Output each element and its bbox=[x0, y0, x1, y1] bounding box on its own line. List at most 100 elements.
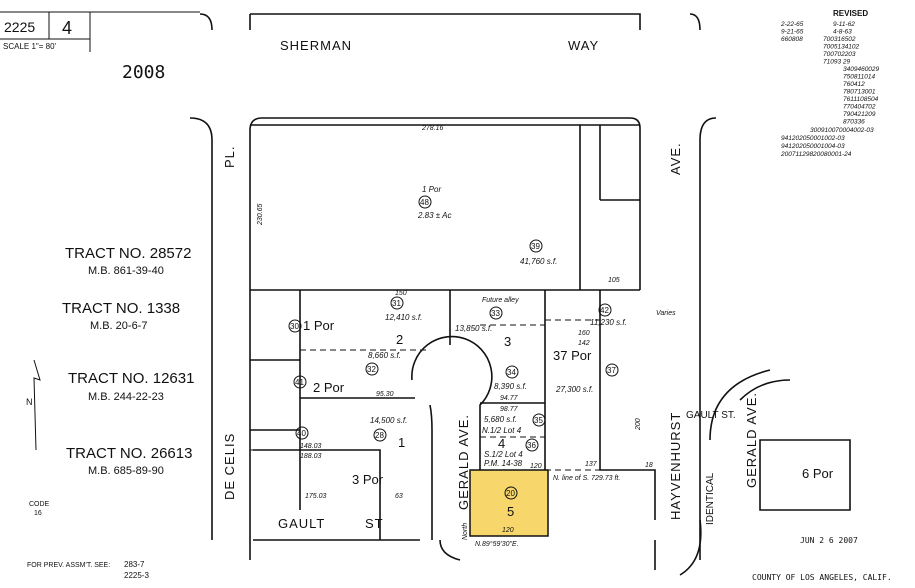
street-st: ST bbox=[365, 516, 384, 531]
revision-entry: 7611108504 bbox=[843, 96, 879, 103]
code-value: 16 bbox=[34, 510, 42, 517]
parcel-number: 48 bbox=[420, 198, 429, 207]
lot-label: 2 bbox=[396, 332, 403, 347]
dimension: Future alley bbox=[482, 297, 519, 304]
parcel-area: 8,660 s.f. bbox=[368, 351, 401, 360]
prev-assessment-label: FOR PREV. ASSM'T. SEE: bbox=[27, 562, 110, 569]
revision-list: REVISED 2-22-65 9-21-65 660808 9-11-62 4… bbox=[780, 9, 880, 158]
tract-mb: M.B. 861-39-40 bbox=[88, 265, 164, 277]
prev-assessment-ref: 2225-3 bbox=[124, 571, 149, 580]
parcel-area: 5,680 s.f. bbox=[484, 415, 517, 424]
revision-entry: 770404702 bbox=[843, 104, 876, 111]
revision-entry: 3409460029 bbox=[843, 66, 880, 73]
lot-label: 4 bbox=[498, 436, 505, 451]
street-havenhurst: HAYVENHURST bbox=[668, 412, 683, 520]
north-arrow-icon: N bbox=[26, 359, 41, 451]
lot-label: 5 bbox=[507, 504, 514, 519]
parcel-area: 2.83 ± Ac bbox=[417, 211, 451, 220]
highlighted-parcel-20[interactable] bbox=[469, 469, 549, 537]
parcel-labels: 48 1 Por 2.83 ± Ac 39 41,760 s.f. 42 11,… bbox=[288, 185, 834, 519]
lot-label: 1 Por bbox=[303, 318, 335, 333]
tract-mb: M.B. 685-89-90 bbox=[88, 465, 164, 477]
lot-note: S.1/2 Lot 4 bbox=[484, 450, 523, 459]
parcel-number: 37 bbox=[607, 366, 616, 375]
dimension: 105 bbox=[608, 277, 620, 284]
revision-entry: 4-8-63 bbox=[833, 29, 852, 36]
dimension: 18 bbox=[645, 462, 653, 469]
code-label: CODE bbox=[29, 501, 50, 508]
parcel-number: 42 bbox=[600, 306, 609, 315]
map-header-box: 2225 4 SCALE 1"= 80' 2008 bbox=[0, 11, 200, 83]
parcel-number: 30 bbox=[290, 322, 299, 331]
dimension-labels: 278.16 Future alley 230.65 120 120 137 N… bbox=[257, 125, 676, 548]
street-way: WAY bbox=[568, 38, 599, 53]
revision-entry: 7005134102 bbox=[823, 44, 860, 51]
tract-labels: TRACT NO. 28572 M.B. 861-39-40 TRACT NO.… bbox=[62, 245, 194, 477]
scale-label: SCALE 1"= 80' bbox=[3, 42, 57, 51]
parcel-number: 33 bbox=[491, 309, 500, 318]
street-pl: PL. bbox=[222, 145, 237, 168]
tract-name: TRACT NO. 12631 bbox=[68, 370, 194, 387]
dimension: 230.65 bbox=[257, 203, 264, 226]
revision-entry: 790421209 bbox=[843, 111, 876, 118]
revision-entry: 760412 bbox=[843, 81, 865, 88]
revision-entry: 9-11-62 bbox=[833, 21, 855, 28]
revised-title: REVISED bbox=[833, 9, 868, 18]
parcel-number: 32 bbox=[367, 365, 376, 374]
lot-label: 3 bbox=[504, 334, 511, 349]
dimension: 120 bbox=[530, 463, 542, 470]
lot-label: 1 bbox=[398, 435, 405, 450]
stamp-date: JUN 2 6 2007 bbox=[800, 536, 858, 545]
revision-entry: 300910070004002-03 bbox=[810, 127, 874, 134]
tract-name: TRACT NO. 26613 bbox=[66, 445, 192, 462]
street-sherman: SHERMAN bbox=[280, 38, 352, 53]
parcel-area: 14,500 s.f. bbox=[370, 416, 407, 425]
revision-entry: 700702203 bbox=[823, 51, 856, 58]
revision-entry: 870336 bbox=[843, 119, 865, 126]
revision-entry: 9-21-65 bbox=[781, 29, 804, 36]
page-number: 4 bbox=[62, 18, 72, 38]
dimension: 160 bbox=[578, 330, 590, 337]
street-ave: AVE. bbox=[668, 142, 683, 175]
parcel-area: 8,390 s.f. bbox=[494, 382, 527, 391]
parcel-boundaries bbox=[250, 124, 656, 540]
parcel-area: 11,230 s.f. bbox=[590, 318, 627, 327]
revision-entry: 2-22-65 bbox=[780, 21, 804, 28]
dimension: 63 bbox=[395, 493, 403, 500]
dimension: N. line of S. 729.73 ft. bbox=[553, 475, 620, 482]
revision-entry: 750811014 bbox=[843, 74, 875, 81]
dimension: 95.30 bbox=[376, 391, 394, 398]
street-gerald-ave: GERALD AVE. bbox=[456, 414, 471, 510]
dimension: N.89°59'30"E. bbox=[475, 540, 519, 548]
parcel-area: 27,300 s.f. bbox=[555, 385, 593, 394]
parcel-number: 28 bbox=[375, 431, 384, 440]
dimension: 148.03 bbox=[300, 443, 322, 450]
parcel-number: 31 bbox=[392, 299, 401, 308]
revision-entry: 20071129820080001-24 bbox=[780, 151, 852, 158]
parcel-area: 41,760 s.f. bbox=[520, 257, 557, 266]
dimension: 188.03 bbox=[300, 453, 322, 460]
parcel-number: 41 bbox=[295, 378, 304, 387]
street-gault: GAULT bbox=[278, 516, 325, 531]
revision-entry: 660808 bbox=[781, 36, 803, 43]
revision-entry: 780713001 bbox=[843, 89, 876, 96]
lot-note: N.1/2 Lot 4 bbox=[482, 426, 522, 435]
parcel-area: 12,410 s.f. bbox=[385, 313, 422, 322]
dimension: 94.77 bbox=[500, 395, 519, 402]
lot-label: 37 Por bbox=[553, 348, 592, 363]
book-number: 2225 bbox=[4, 19, 35, 35]
tract-mb: M.B. 244-22-23 bbox=[88, 391, 164, 403]
revision-entry: 71093 29 bbox=[823, 59, 850, 66]
dimension: 137 bbox=[585, 461, 598, 468]
revision-entry: 700316502 bbox=[823, 36, 856, 43]
dimension: 98.77 bbox=[500, 406, 519, 413]
tract-name: TRACT NO. 28572 bbox=[65, 245, 191, 262]
lot-label: 2 Por bbox=[313, 380, 345, 395]
dimension: 150 bbox=[395, 290, 407, 297]
parcel-number: 40 bbox=[297, 429, 306, 438]
street-de-celis: DE CELIS bbox=[222, 433, 237, 500]
dimension: 175.03 bbox=[305, 493, 327, 500]
dimension: North bbox=[462, 523, 469, 540]
dimension: 142 bbox=[578, 340, 590, 347]
